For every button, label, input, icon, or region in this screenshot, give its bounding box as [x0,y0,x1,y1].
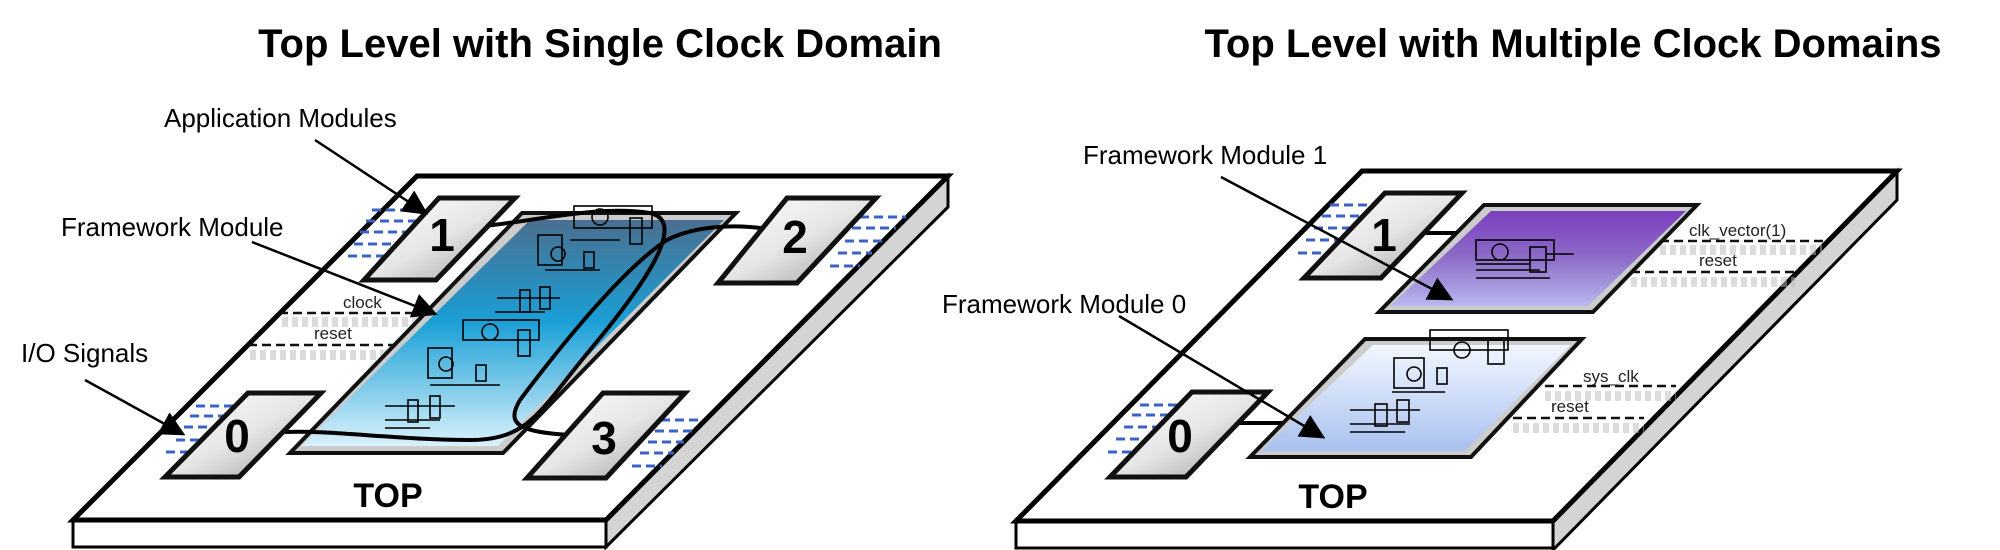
multi-clock-diagram: Top Level with Multiple Clock Domains cl… [942,22,1942,550]
clk-vector-label: clk_vector(1) [1689,221,1786,240]
application-modules-label: Application Modules [164,103,397,133]
framework-module-label: Framework Module [61,212,284,242]
reset-label-0: reset [1551,397,1589,416]
svg-text:3: 3 [591,412,617,464]
svg-text:0: 0 [1167,410,1193,462]
wire-module-2-to-3 [512,224,774,437]
arrow-icon [84,378,186,436]
top-label: TOP [353,477,422,515]
app-module-3: 3 [521,390,691,481]
svg-text:0: 0 [224,410,250,462]
left-title: Top Level with Single Clock Domain [258,22,942,66]
app-module-0: 0 [1104,389,1274,480]
arrow-icon [1118,314,1326,439]
circuit-schematic [1475,239,1574,279]
framework-module-1-label: Framework Module 1 [1083,140,1327,170]
io-signals-label: I/O Signals [21,338,148,368]
circuit-schematic [1350,329,1509,433]
reset-label-1: reset [1699,251,1737,270]
top-label: TOP [1298,478,1367,516]
svg-text:1: 1 [1371,209,1397,261]
svg-text:1: 1 [429,209,455,261]
app-module-1: 1 [358,195,521,283]
framework-module-1 [1374,203,1702,314]
app-module-2: 2 [712,195,882,286]
framework-module-0-label: Framework Module 0 [942,289,1186,319]
single-clock-diagram: Top Level with Single Clock Domain clo [21,22,955,550]
framework-module [285,205,741,455]
arrow-icon [314,138,429,215]
arrow-icon [1220,175,1454,301]
svg-text:2: 2 [782,211,808,263]
right-title: Top Level with Multiple Clock Domains [1204,22,1941,66]
circuit-schematic [385,205,653,429]
sys-clk-label: sys_clk [1583,367,1639,386]
framework-module-0 [1245,329,1587,459]
app-module-1: 1 [1298,190,1468,281]
arrow-icon [251,240,438,318]
app-module-0: 0 [159,390,327,480]
wire-module-1-to-0 [284,208,667,443]
clock-label: clock [343,293,382,312]
reset-label: reset [314,324,352,343]
